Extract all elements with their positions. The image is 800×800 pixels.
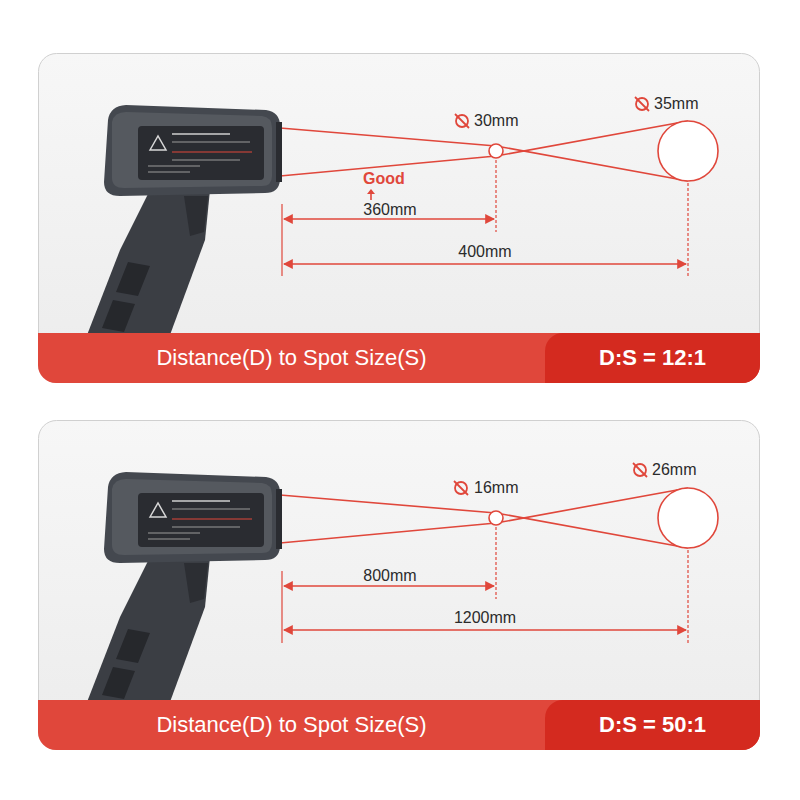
- band-text: Distance(D) to Spot Size(S): [156, 345, 426, 371]
- dimension-label: 30mm: [474, 113, 518, 129]
- ratio-tab: D:S = 50:1: [545, 700, 760, 750]
- dimension-label: 1200mm: [454, 610, 516, 626]
- dimension-label: 26mm: [652, 462, 696, 478]
- dimension-label: 35mm: [654, 96, 698, 112]
- dimension-label: 400mm: [458, 244, 511, 260]
- dimension-label: 800mm: [363, 568, 416, 584]
- dimension-label: 360mm: [363, 202, 416, 218]
- band-text: Distance(D) to Spot Size(S): [156, 712, 426, 738]
- note-label: Good: [363, 171, 405, 187]
- panel-1-drawing: [82, 97, 718, 362]
- dimension-label: 16mm: [474, 480, 518, 496]
- band-text: D:S = 50:1: [599, 712, 706, 738]
- ratio-tab: D:S = 12:1: [545, 333, 760, 383]
- panel-2-drawing: [82, 463, 718, 729]
- band-text: D:S = 12:1: [599, 345, 706, 371]
